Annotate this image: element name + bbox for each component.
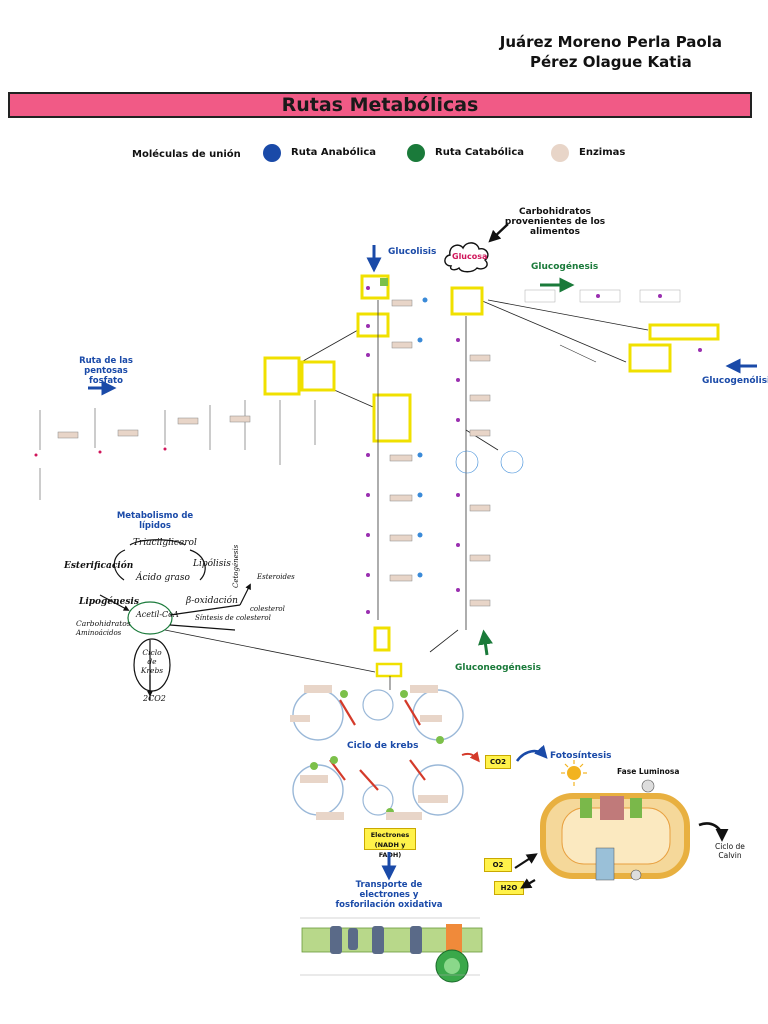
co2-box: CO2 [485,755,511,769]
lipolysis-note: Lipólisis [193,559,231,569]
legend-heading: Moléculas de unión [132,149,241,160]
o2-arrow-icon [514,853,538,869]
photosynthesis-label: Fotosíntesis [550,751,612,761]
h2o-box: H2O [494,881,524,895]
gluconeogenesis-arrow-icon [478,629,493,656]
lipogenesis-note: Lipogénesis [79,597,139,607]
title-banner: Rutas Metabólicas [8,92,752,118]
cholesterol-synthesis-note: Síntesis de colesterol [195,614,271,622]
lipid-metabolism-diagram [99,539,251,700]
legend-catabolic: Ruta Catabólica [435,147,525,158]
co2-to-photosynthesis-arrow-icon [515,744,548,762]
ketogenesis-note: Cetogénesis [232,544,240,588]
pentose-phosphate-panel [34,356,336,500]
carbohydrates-note: Carbohidratos [76,619,131,628]
light-phase-label: Fase Luminosa [617,767,680,776]
legend-anabolic: Ruta Anabólica [291,147,376,158]
enzymes-color-dot [551,144,569,162]
o2-box: O2 [484,858,512,872]
steroids-note: Esteroides [257,573,295,581]
amino-acids-note: Aminoácidos [76,629,122,637]
authors-block: Juárez Moreno Perla Paola Pérez Olague K… [500,32,722,72]
page-title: Rutas Metabólicas [281,94,479,116]
fatty-acid-note: Ácido graso [136,573,190,583]
glucose-cloud-icon [444,242,489,273]
anabolic-color-dot [263,144,281,162]
author-2: Pérez Olague Katia [530,53,692,71]
glycogenolysis-label: Glucogenólisis [702,376,768,386]
cholesterol-note: colesterol [250,605,285,613]
carbohydrates-arrow-icon [488,223,509,243]
carbohydrates-label: Carbohidratos provenientes de los alimen… [504,207,606,237]
triglycerides-note: Triacilglicerol [133,538,197,548]
glycogenesis-label: Glucogénesis [531,262,599,272]
krebs-to-co2-arrow-icon [461,751,480,763]
author-1: Juárez Moreno Perla Paola [499,33,722,51]
calvin-arrow-icon [698,822,729,842]
glycolysis-column [356,274,428,652]
beta-oxidation-note: β-oxidación [186,596,238,606]
gluconeogenesis-label: Gluconeogénesis [455,663,541,673]
electron-transport-diagram [300,917,483,983]
catabolic-color-dot [407,144,425,162]
acetyl-coa-note: Acetil-CoA [136,610,179,619]
krebs-cycle-note: Ciclo de Krebs [140,648,164,675]
co2-note: 2CO2 [143,694,166,703]
electron-transport-label: Transporte de electrones y fosforilación… [335,880,443,910]
esterification-note: Esterificación [64,561,134,571]
lipid-metabolism-label: Metabolismo de lípidos [116,511,194,531]
krebs-cycle-label: Ciclo de krebs [347,741,419,751]
glycogenesis-panel [524,289,720,373]
chloroplast-diagram [540,760,690,881]
legend-enzymes: Enzimas [579,147,626,158]
gluconeogenesis-column [380,278,524,630]
calvin-cycle-label: Ciclo de Calvin [715,842,745,860]
krebs-cycle-diagram [290,662,464,820]
h2o-arrow-icon [520,878,536,889]
glycolysis-label: Glucolisis [388,247,437,257]
glucose-label: Glucosa [452,252,488,261]
